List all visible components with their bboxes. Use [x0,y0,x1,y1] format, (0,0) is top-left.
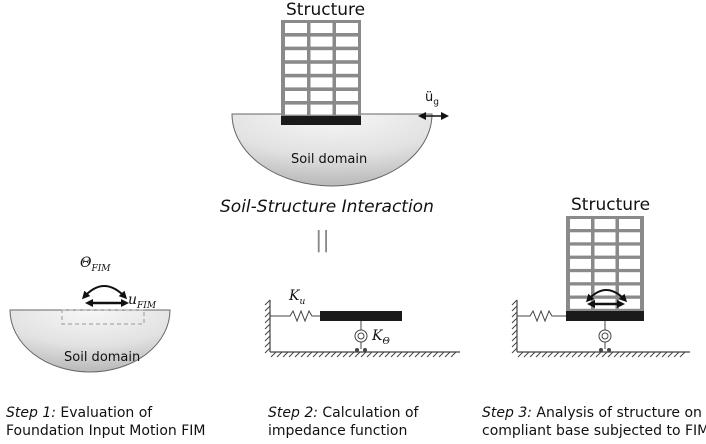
right-foundation-slab [566,311,644,321]
ku-label: Ku [289,288,306,307]
step1-caption: Step 1: Evaluation of Foundation Input M… [6,405,206,439]
window-pane [619,285,640,296]
window-pane [570,219,591,229]
window-pane [619,258,640,269]
window-pane [285,91,307,101]
window-pane [285,104,307,115]
theta-fim-label: ΘFIM [80,255,111,274]
window-pane [336,23,358,33]
window-pane [570,245,591,256]
step1-label: Step 1: [6,405,56,421]
window-pane [619,298,640,309]
window-pane [594,272,616,283]
bottom-soil-domain [9,309,171,373]
ground-accel-label: üg [425,90,439,108]
window-pane [594,232,616,243]
window-pane [336,104,358,115]
window-pane [310,77,333,88]
u-fim-label: uFIM [128,292,157,311]
window-pane [285,63,307,74]
window-pane [285,23,307,33]
window-pane [570,258,591,269]
window-pane [336,77,358,88]
window-pane [594,245,616,256]
window-pane [310,23,333,33]
top-building-frame [281,20,361,118]
window-pane [336,36,358,47]
structure-label-top: Structure [286,0,366,20]
window-pane [336,91,358,101]
window-pane [570,232,591,243]
ssi-label: Soil-Structure Interaction [220,197,434,217]
window-pane [285,77,307,88]
top-foundation-slab [281,116,361,125]
right-building-frame [566,216,644,312]
step2-caption: Step 2: Calculation of impedance functio… [268,405,419,439]
window-pane [310,63,333,74]
window-pane [594,258,616,269]
impedance-model [264,299,460,358]
window-pane [336,50,358,61]
top-soil-domain [231,113,433,187]
embedded-foundation-outline [61,309,145,325]
ktheta-label: KΘ [372,328,390,347]
fim-rotation-arrow [81,285,128,300]
window-pane [336,63,358,74]
window-pane [285,36,307,47]
window-pane [310,104,333,115]
soil-domain-label-top: Soil domain [291,152,368,167]
step3-caption: Step 3: Analysis of structure on complia… [482,405,706,439]
structure-label-right: Structure [571,195,651,215]
step3-label: Step 3: [482,405,532,421]
soil-domain-label-bottom: Soil domain [64,350,141,365]
window-pane [594,219,616,229]
window-pane [310,91,333,101]
window-pane [619,232,640,243]
window-pane [619,245,640,256]
window-pane [619,219,640,229]
window-pane [619,272,640,283]
window-pane [570,298,591,309]
window-pane [285,50,307,61]
window-pane [570,272,591,283]
equals-symbol: || [315,228,330,253]
right-support-springs [511,299,690,358]
step2-label: Step 2: [268,405,318,421]
right-fim-arrows [585,289,628,308]
window-pane [310,50,333,61]
window-pane [310,36,333,47]
window-pane [570,285,591,296]
